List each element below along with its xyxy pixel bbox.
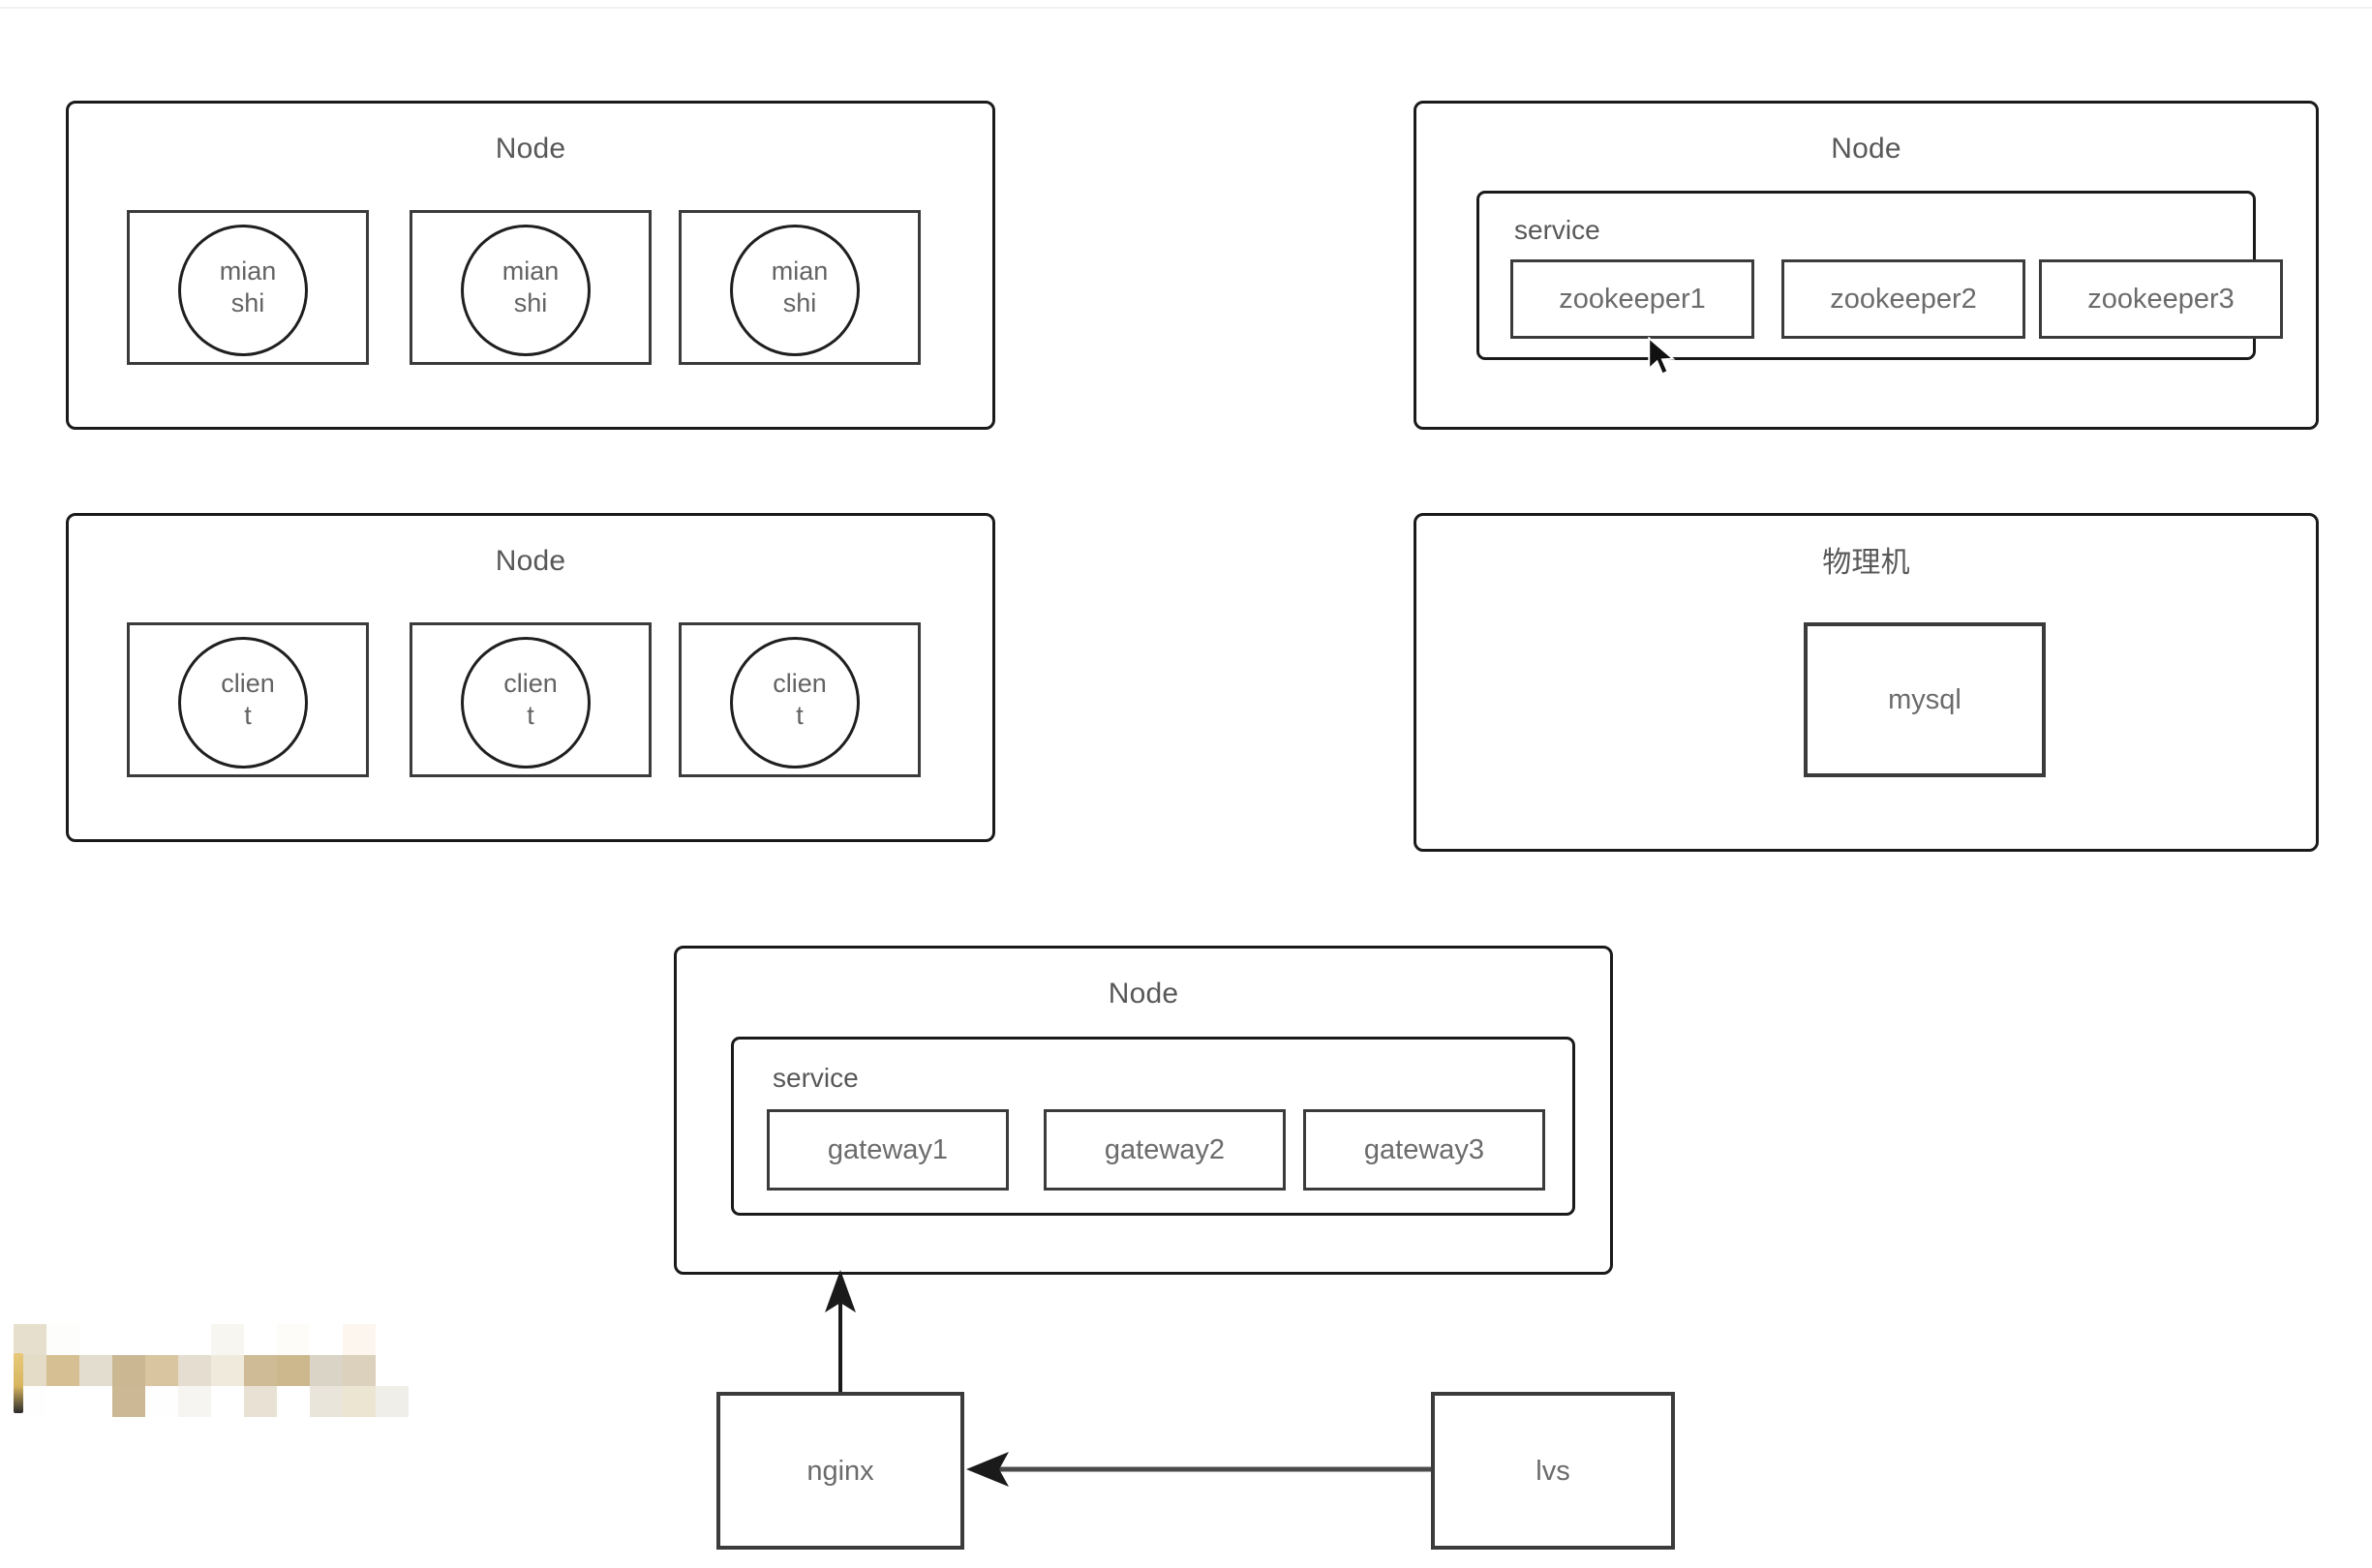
gateway3-box[interactable]: gateway3 (1303, 1109, 1545, 1191)
gateway3-label: gateway3 (1363, 1134, 1485, 1165)
gateway2-box[interactable]: gateway2 (1044, 1109, 1286, 1191)
client-box-3[interactable]: clien t (679, 622, 921, 777)
mianshi-ellipse-3 (730, 225, 860, 356)
client-label-3-line1: clien (773, 669, 827, 698)
mianshi-label-1: mian shi (130, 256, 366, 319)
group-title: Node (495, 545, 566, 577)
edge-nginx-to-node-gateway (825, 1270, 856, 1392)
group-title: Node (495, 133, 566, 165)
lvs-box[interactable]: lvs (1431, 1392, 1675, 1550)
mysql-label: mysql (1888, 684, 1961, 715)
client-label-2: clien t (412, 668, 649, 732)
mianshi-label-2-line1: mian (502, 256, 560, 286)
gateway1-label: gateway1 (827, 1134, 949, 1165)
mianshi-label-1-line1: mian (219, 256, 277, 286)
client-label-3: clien t (682, 668, 918, 732)
group-title: Node (1831, 133, 1901, 165)
client-label-3-line2: t (796, 701, 804, 730)
node-group-gateway[interactable]: Node service gateway1 gateway2 gateway3 (674, 946, 1613, 1275)
service-title: service (773, 1063, 859, 1093)
mianshi-label-2: mian shi (412, 256, 649, 319)
mianshi-box-1[interactable]: mian shi (127, 210, 369, 365)
zookeeper2-box[interactable]: zookeeper2 (1781, 259, 2025, 339)
mianshi-label-3-line2: shi (782, 288, 817, 317)
zookeeper2-label: zookeeper2 (1830, 284, 1977, 315)
group-title: Node (1108, 978, 1179, 1010)
physical-machine-group[interactable]: 物理机 mysql (1414, 513, 2319, 852)
client-label-1-line2: t (244, 701, 252, 730)
service-box-gateway[interactable]: service gateway1 gateway2 gateway3 (731, 1037, 1575, 1216)
mianshi-ellipse-2 (461, 225, 591, 356)
mianshi-label-3-line1: mian (771, 256, 829, 286)
gateway2-label: gateway2 (1104, 1134, 1226, 1165)
edge-lvs-to-nginx (966, 1452, 1431, 1487)
gateway1-box[interactable]: gateway1 (767, 1109, 1009, 1191)
mysql-box[interactable]: mysql (1804, 622, 2046, 777)
zookeeper1-label: zookeeper1 (1559, 284, 1706, 315)
mianshi-ellipse-1 (178, 225, 308, 356)
zookeeper3-label: zookeeper3 (2087, 284, 2235, 315)
node-group-mianshi[interactable]: Node mian shi mian shi mian shi (66, 101, 995, 430)
mianshi-label-2-line2: shi (513, 288, 548, 317)
nginx-box[interactable]: nginx (716, 1392, 964, 1550)
client-ellipse-2 (461, 637, 591, 769)
nginx-label: nginx (806, 1455, 874, 1487)
mosaic-watermark-edge (14, 1353, 23, 1413)
service-title: service (1514, 215, 1600, 245)
client-label-1: clien t (130, 668, 366, 732)
client-ellipse-1 (178, 637, 308, 769)
mianshi-label-3: mian shi (682, 256, 918, 319)
top-rule (0, 7, 2372, 9)
mianshi-label-1-line2: shi (230, 288, 265, 317)
node-group-client[interactable]: Node clien t clien t clien t (66, 513, 995, 842)
client-box-2[interactable]: clien t (410, 622, 652, 777)
lvs-label: lvs (1536, 1455, 1570, 1487)
node-group-zookeeper[interactable]: Node service zookeeper1 zookeeper2 zooke… (1414, 101, 2319, 430)
client-label-2-line2: t (527, 701, 534, 730)
zookeeper1-box[interactable]: zookeeper1 (1510, 259, 1754, 339)
group-title: 物理机 (1822, 547, 1910, 579)
client-label-1-line1: clien (221, 669, 275, 698)
client-ellipse-3 (730, 637, 860, 769)
client-label-2-line1: clien (503, 669, 558, 698)
mianshi-box-3[interactable]: mian shi (679, 210, 921, 365)
client-box-1[interactable]: clien t (127, 622, 369, 777)
zookeeper3-box[interactable]: zookeeper3 (2039, 259, 2283, 339)
arrow-pointer-icon (1648, 337, 1676, 376)
service-box-zookeeper[interactable]: service zookeeper1 zookeeper2 zookeeper3 (1476, 191, 2283, 360)
mianshi-box-2[interactable]: mian shi (410, 210, 652, 365)
mosaic-watermark (14, 1324, 474, 1417)
